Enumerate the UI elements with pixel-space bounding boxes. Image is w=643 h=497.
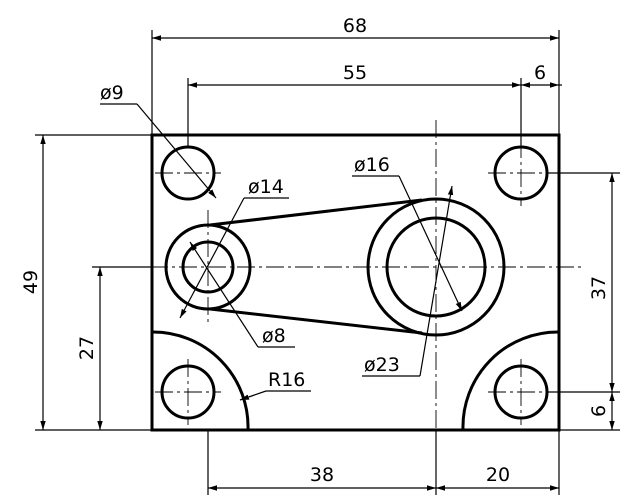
dim-boss-height: 27 xyxy=(76,336,98,360)
dim-boss-outer: ø14 xyxy=(248,176,284,198)
dim-hole-small: ø9 xyxy=(100,82,124,104)
leader-hole-small xyxy=(136,103,217,199)
dim-overall-width: 68 xyxy=(343,15,367,37)
dim-edge-offset-top: 6 xyxy=(534,62,546,84)
dim-bottom-left: 38 xyxy=(310,464,334,486)
leader-radius xyxy=(239,390,267,401)
leader-big-outer xyxy=(419,185,454,377)
corner-arc-right xyxy=(461,330,560,431)
corner-arc-left xyxy=(151,330,250,431)
dim-edge-offset-right: 6 xyxy=(588,405,610,417)
plate-outline xyxy=(150,133,561,432)
leader-boss-inner xyxy=(189,241,259,348)
leader-big-inner xyxy=(398,175,463,312)
dim-boss-inner: ø8 xyxy=(262,325,286,347)
dim-big-outer: ø23 xyxy=(364,354,400,376)
dim-right-span: 37 xyxy=(588,276,610,300)
dim-hole-span: 55 xyxy=(343,62,367,84)
dim-big-inner: ø16 xyxy=(354,154,390,176)
tangent-bottom xyxy=(209,307,423,335)
tangent-top xyxy=(209,198,423,227)
leader-boss-outer xyxy=(179,197,245,319)
dim-corner-radius: R16 xyxy=(268,369,305,391)
dim-overall-height: 49 xyxy=(20,270,42,294)
dim-bottom-right: 20 xyxy=(486,464,510,486)
